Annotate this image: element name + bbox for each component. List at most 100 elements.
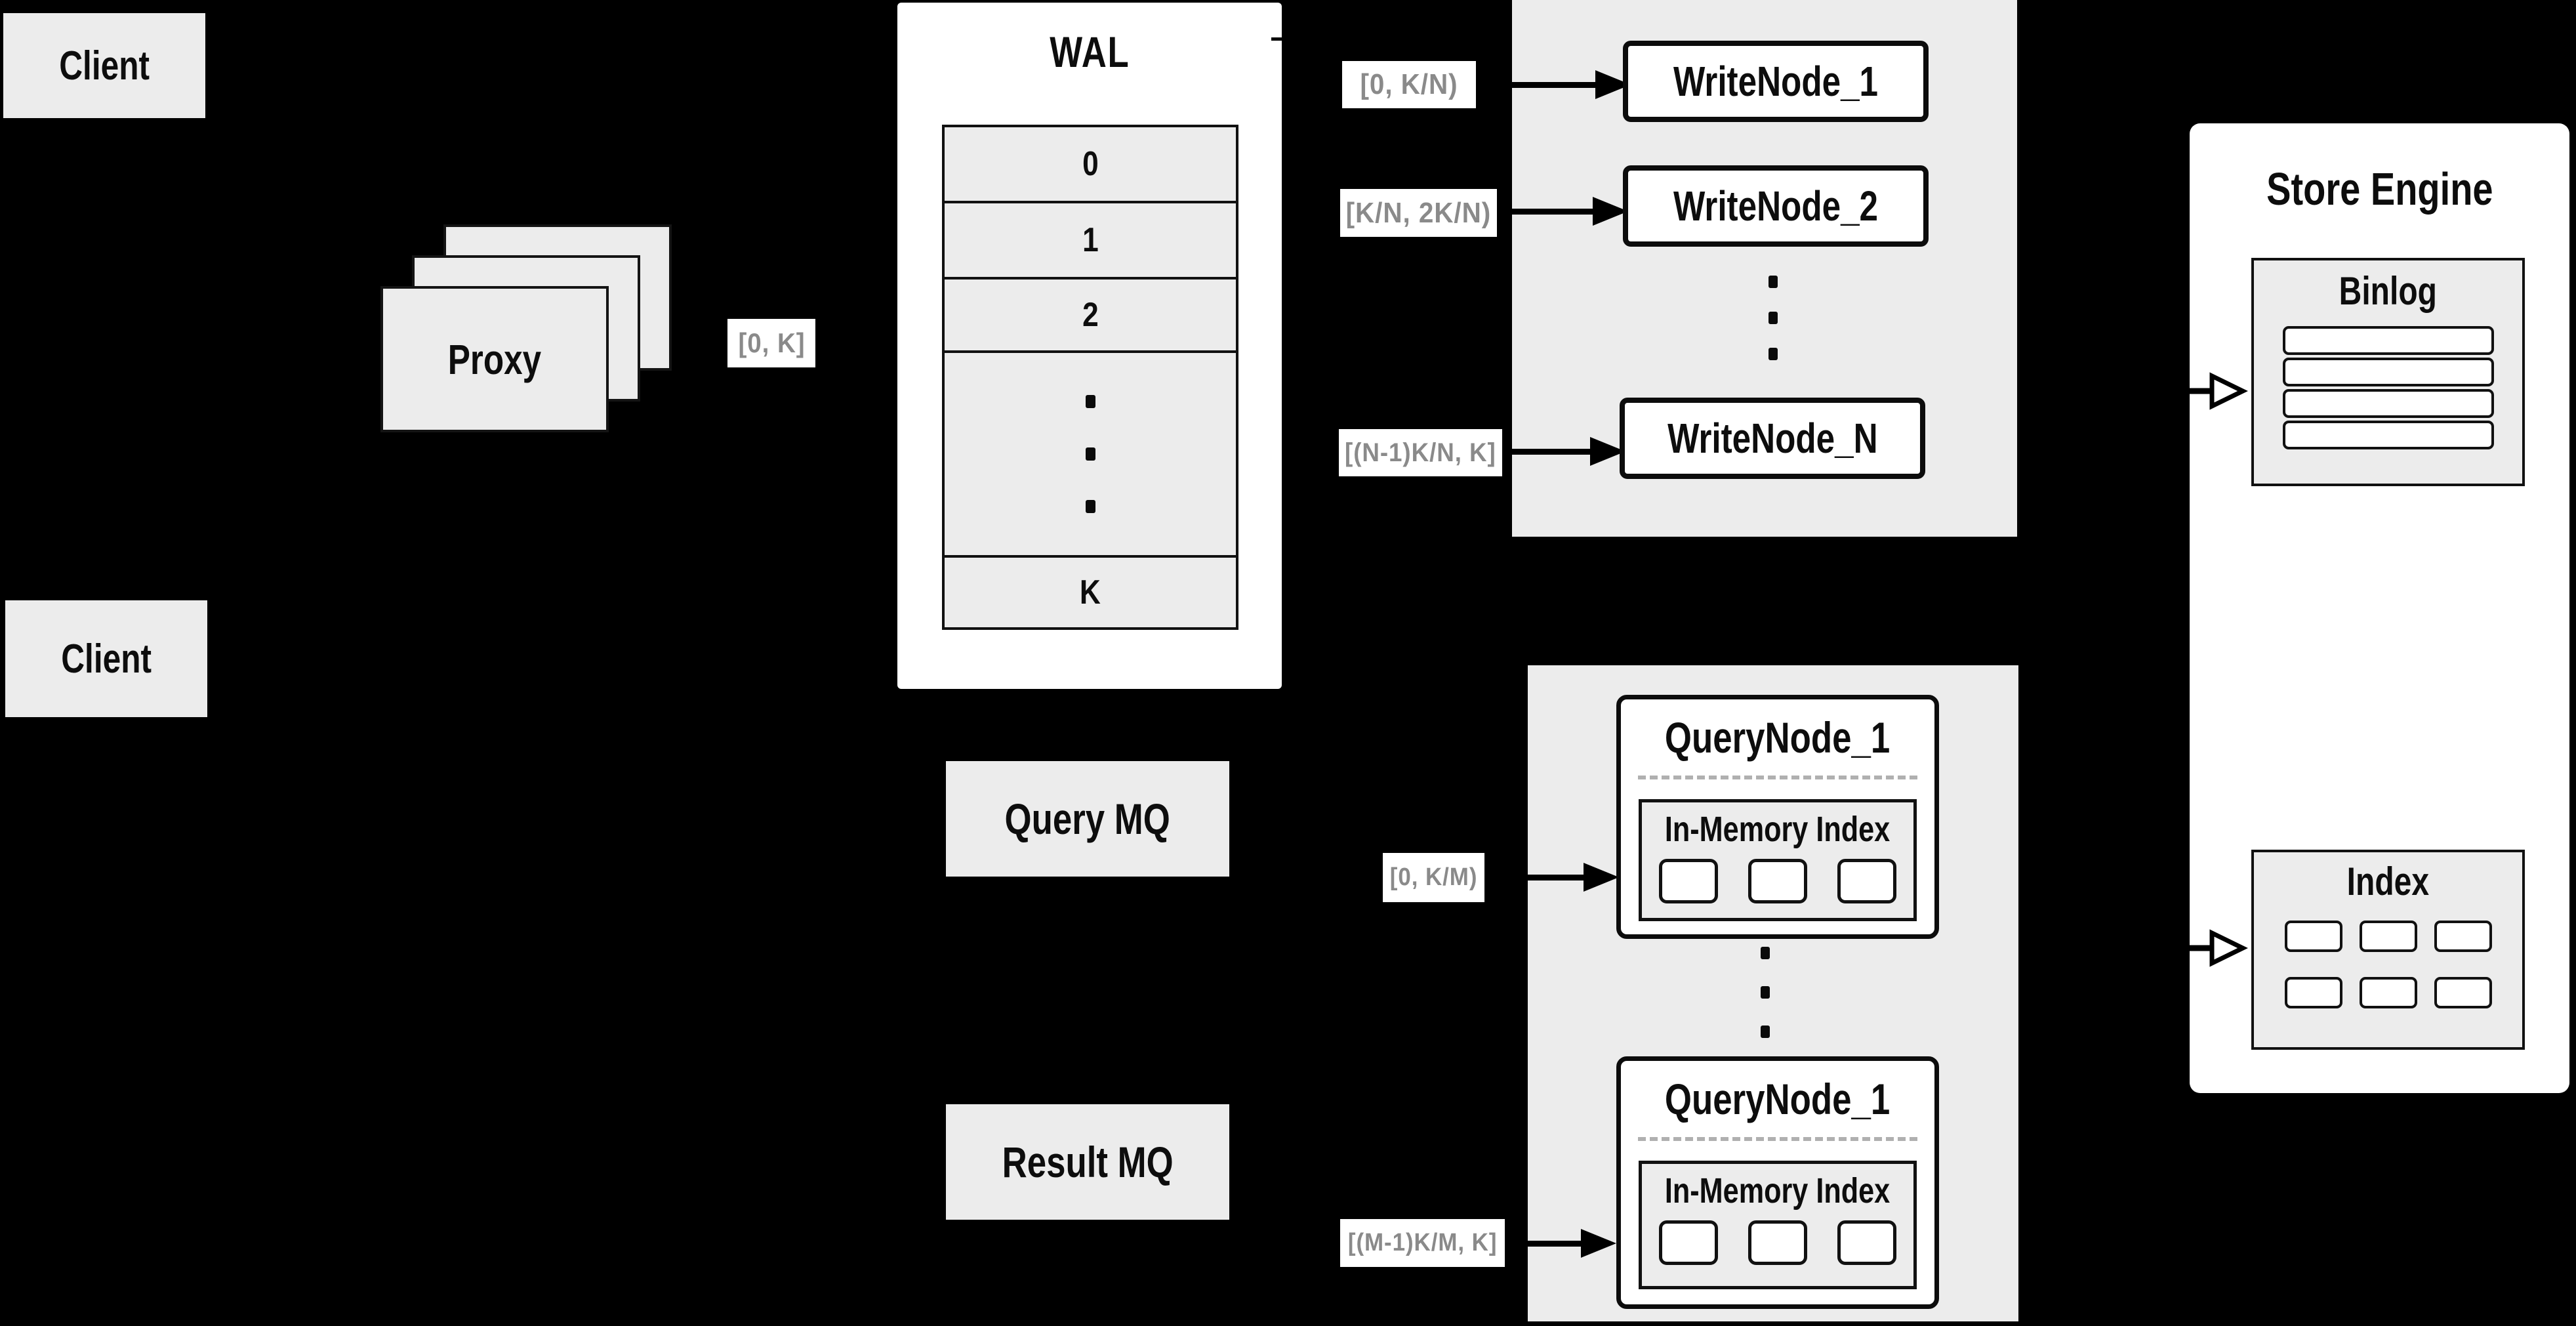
- writenode-2-box: WriteNode_2: [1623, 165, 1929, 247]
- binlog-title: Binlog: [2339, 268, 2438, 313]
- ellipsis-dot: [1768, 276, 1778, 288]
- edge-label-proxy-out-text: [0, K]: [737, 327, 806, 358]
- edge-label-proxy-out: [0, K]: [727, 319, 815, 367]
- in-memory-index-2-title: In-Memory Index: [1665, 1171, 1891, 1211]
- proxy-card-front: Proxy: [380, 286, 609, 432]
- ellipsis-dot: [1761, 986, 1770, 999]
- ellipsis-dot: [1768, 348, 1778, 360]
- segment-squares: [1642, 1220, 1913, 1265]
- wal-row-1: 1: [945, 203, 1236, 280]
- wal-row-2-label: 2: [1082, 296, 1099, 334]
- edge-label-write-n: [(N-1)K/N, K]: [1339, 429, 1502, 476]
- segment-square: [1748, 1220, 1807, 1265]
- index-cell: [2284, 977, 2342, 1008]
- writenode-1-label: WriteNode_1: [1673, 58, 1879, 105]
- in-memory-index-1-title: In-Memory Index: [1665, 810, 1891, 849]
- querynode-1-box: QueryNode_1 In-Memory Index: [1616, 695, 1939, 939]
- wal-title-row: WAL: [897, 3, 1282, 101]
- edge-label-write-2: [K/N, 2K/N): [1340, 189, 1497, 237]
- querynode-1-title-row: QueryNode_1: [1621, 699, 1934, 776]
- binlog-row: [2282, 358, 2494, 386]
- querynode-2-box: QueryNode_1 In-Memory Index: [1616, 1056, 1939, 1309]
- result-mq-box: Result MQ: [946, 1104, 1229, 1220]
- ellipsis-dot: [1768, 312, 1778, 324]
- edge-label-query-2-text: [(M-1)K/M, K]: [1347, 1229, 1498, 1256]
- open-arrow-to-index: [2159, 929, 2248, 967]
- index-cell: [2284, 921, 2342, 952]
- index-title-row: Index: [2254, 852, 2522, 910]
- arrow-to-writenode-1: [1477, 82, 1595, 88]
- edge-label-write-1-text: [0, K/N): [1360, 68, 1458, 100]
- index-cell: [2434, 977, 2492, 1008]
- segment-square: [1837, 1220, 1896, 1265]
- ellipsis-dot: [1761, 947, 1770, 959]
- store-engine-panel: Store Engine Binlog Index: [2190, 123, 2569, 1093]
- dashed-divider: [1638, 1137, 1917, 1141]
- client-top-label: Client: [59, 43, 150, 89]
- querynode-1-title: QueryNode_1: [1665, 713, 1891, 762]
- edge-label-write-2-text: [K/N, 2K/N): [1345, 196, 1492, 229]
- query-mq-label: Query MQ: [1004, 795, 1171, 843]
- segment-square: [1659, 1220, 1718, 1265]
- writenode-n-label: WriteNode_N: [1667, 415, 1878, 462]
- index-cell: [2359, 977, 2417, 1008]
- wal-panel: WAL 0 1 2 K: [897, 3, 1282, 689]
- in-memory-index-box-1: In-Memory Index: [1639, 799, 1917, 921]
- querynode-2-title-row: QueryNode_1: [1621, 1061, 1934, 1137]
- dashed-divider: [1638, 776, 1917, 779]
- index-title: Index: [2346, 859, 2430, 903]
- binlog-rows: [2254, 326, 2522, 449]
- edge-label-query-1: [0, K/M): [1383, 853, 1484, 902]
- edge-label-query-2: [(M-1)K/M, K]: [1340, 1219, 1505, 1267]
- wal-row-ellipsis: [945, 353, 1236, 558]
- segment-square: [1837, 859, 1896, 903]
- edge-label-query-1-text: [0, K/M): [1389, 863, 1478, 891]
- arrow-to-querynode-1: [1486, 875, 1584, 881]
- in-memory-index-2-title-row: In-Memory Index: [1642, 1164, 1913, 1211]
- wal-row-0-label: 0: [1082, 145, 1099, 183]
- in-memory-index-1-title-row: In-Memory Index: [1642, 802, 1913, 850]
- wal-row-k-label: K: [1080, 573, 1101, 611]
- ellipsis-dot: [1085, 395, 1095, 408]
- wal-title: WAL: [1049, 28, 1130, 76]
- wal-edge-line-stub: [1271, 37, 1282, 41]
- binlog-box: Binlog: [2251, 258, 2525, 486]
- segment-square: [1659, 859, 1718, 903]
- client-box-bottom: Client: [5, 600, 207, 717]
- arrowhead-to-querynode-1: [1584, 863, 1619, 892]
- ellipsis-dot: [1085, 447, 1095, 461]
- open-arrow-to-binlog: [2159, 372, 2248, 410]
- proxy-label: Proxy: [447, 335, 542, 383]
- wal-row-2: 2: [945, 280, 1236, 353]
- segment-square: [1748, 859, 1807, 903]
- arrow-to-writenode-n: [1503, 449, 1590, 455]
- in-memory-index-box-2: In-Memory Index: [1639, 1161, 1917, 1289]
- wal-row-0: 0: [945, 127, 1236, 203]
- arrowhead-to-writenode-2: [1593, 197, 1628, 226]
- index-cell: [2359, 921, 2417, 952]
- writenode-1-box: WriteNode_1: [1623, 41, 1929, 122]
- querynode-2-title: QueryNode_1: [1665, 1075, 1891, 1123]
- edge-label-write-1: [0, K/N): [1342, 61, 1476, 108]
- writenode-2-label: WriteNode_2: [1673, 182, 1879, 230]
- edge-label-write-n-text: [(N-1)K/N, K]: [1345, 438, 1496, 467]
- arrow-to-querynode-2: [1506, 1241, 1581, 1247]
- store-engine-title: Store Engine: [2266, 163, 2493, 215]
- arrowhead-to-querynode-2: [1581, 1229, 1616, 1258]
- writenode-n-box: WriteNode_N: [1620, 398, 1925, 479]
- ellipsis-dot: [1085, 500, 1095, 513]
- arrow-to-writenode-2: [1498, 209, 1593, 215]
- result-mq-label: Result MQ: [1002, 1138, 1174, 1186]
- client-box-top: Client: [3, 13, 205, 118]
- wal-table: 0 1 2 K: [942, 125, 1238, 630]
- query-mq-box: Query MQ: [946, 761, 1229, 877]
- client-bottom-label: Client: [61, 636, 152, 682]
- index-cells: [2254, 921, 2522, 1008]
- binlog-row: [2282, 421, 2494, 449]
- binlog-row: [2282, 389, 2494, 418]
- wal-row-k: K: [945, 558, 1236, 627]
- binlog-title-row: Binlog: [2254, 260, 2522, 321]
- binlog-row: [2282, 326, 2494, 355]
- segment-squares: [1642, 859, 1913, 903]
